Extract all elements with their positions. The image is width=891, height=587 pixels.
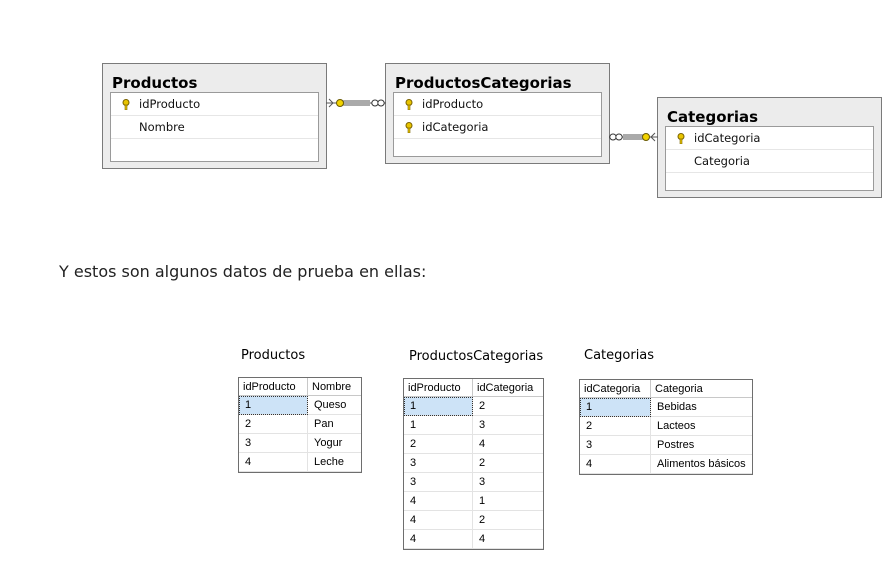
er-column-name: Nombre [139, 120, 185, 134]
table-cell[interactable]: 4 [472, 434, 543, 454]
table-cell[interactable]: 4 [404, 491, 473, 511]
er-column-name: idProducto [139, 97, 201, 111]
column-header[interactable]: Categoria [650, 380, 752, 398]
er-column-row[interactable]: idProducto [394, 93, 601, 116]
column-header[interactable]: Nombre [307, 378, 361, 396]
er-column-row-empty [394, 139, 601, 161]
table-cell[interactable]: 4 [472, 529, 543, 549]
er-table-categorias[interactable]: Categorias idCategoria Categoria [657, 97, 882, 198]
grid-header-row: idCategoria Categoria [580, 380, 752, 398]
table-cell[interactable]: 3 [472, 472, 543, 492]
er-table-title: Categorias [667, 108, 759, 126]
er-table-productoscategorias[interactable]: ProductosCategorias idProducto idCategor… [385, 63, 610, 164]
er-column-name: Categoria [694, 154, 750, 168]
grid-title: ProductosCategorias [409, 349, 544, 364]
table-cell[interactable]: Lacteos [650, 416, 752, 436]
grid-title: Productos [241, 348, 306, 363]
table-cell[interactable]: 3 [404, 472, 473, 492]
table-cell[interactable]: 2 [239, 414, 308, 434]
table-cell[interactable]: 4 [404, 529, 473, 549]
grid-header-row: idProducto idCategoria [404, 379, 543, 397]
column-header[interactable]: idCategoria [580, 380, 651, 398]
column-header[interactable]: idProducto [404, 379, 473, 397]
er-column-row-empty [666, 173, 873, 195]
table-cell[interactable]: 2 [472, 396, 543, 416]
er-column-name: idCategoria [422, 120, 489, 134]
table-cell[interactable]: 1 [472, 491, 543, 511]
table-cell[interactable]: Leche [307, 452, 361, 472]
table-cell[interactable]: 1 [404, 396, 473, 416]
table-cell[interactable]: 2 [404, 434, 473, 454]
er-table-title: ProductosCategorias [395, 74, 572, 92]
table-cell[interactable]: 4 [239, 452, 308, 472]
grid-header-row: idProducto Nombre [239, 378, 361, 396]
table-cell[interactable]: 3 [239, 433, 308, 453]
key-end-icon [642, 133, 650, 141]
er-column-name: idProducto [422, 97, 484, 111]
table-cell[interactable]: 4 [580, 454, 651, 474]
er-column-row[interactable]: Nombre [111, 116, 318, 139]
caption-text: Y estos son algunos datos de prueba en e… [59, 262, 427, 281]
er-table-title: Productos [112, 74, 198, 92]
table-cell[interactable]: 2 [472, 510, 543, 530]
table-cell[interactable]: 3 [580, 435, 651, 455]
er-column-row[interactable]: idProducto [111, 93, 318, 116]
key-icon [405, 99, 413, 110]
er-table-columns: idCategoria Categoria [665, 126, 874, 191]
er-table-columns: idProducto Nombre [110, 92, 319, 162]
table-cell[interactable]: Queso [307, 395, 361, 415]
table-cell[interactable]: Postres [650, 435, 752, 455]
er-column-row[interactable]: idCategoria [666, 127, 873, 150]
key-icon [677, 133, 685, 144]
infinity-end-icon [371, 99, 379, 107]
infinity-end-icon [609, 133, 617, 141]
er-column-name: idCategoria [694, 131, 761, 145]
table-cell[interactable]: 1 [580, 397, 651, 417]
table-cell[interactable]: 2 [580, 416, 651, 436]
er-table-columns: idProducto idCategoria [393, 92, 602, 157]
table-cell[interactable]: Alimentos básicos [650, 454, 752, 474]
grid-title: Categorias [584, 348, 655, 363]
er-column-row-empty [111, 139, 318, 161]
relationship-connector[interactable] [609, 130, 658, 144]
table-cell[interactable]: Pan [307, 414, 361, 434]
key-icon [405, 122, 413, 133]
relationship-connector[interactable] [326, 96, 386, 110]
table-cell[interactable]: 1 [404, 415, 473, 435]
table-cell[interactable]: 3 [472, 415, 543, 435]
table-cell[interactable]: 4 [404, 510, 473, 530]
table-cell[interactable]: 1 [239, 395, 308, 415]
er-column-row[interactable]: idCategoria [394, 116, 601, 139]
er-table-productos[interactable]: Productos idProducto Nombre [102, 63, 327, 169]
column-header[interactable]: idProducto [239, 378, 308, 396]
key-end-icon [336, 99, 344, 107]
er-column-row[interactable]: Categoria [666, 150, 873, 173]
key-icon [122, 99, 130, 110]
table-cell[interactable]: Yogur [307, 433, 361, 453]
table-cell[interactable]: 3 [404, 453, 473, 473]
table-cell[interactable]: Bebidas [650, 397, 752, 417]
column-header[interactable]: idCategoria [472, 379, 543, 397]
table-cell[interactable]: 2 [472, 453, 543, 473]
